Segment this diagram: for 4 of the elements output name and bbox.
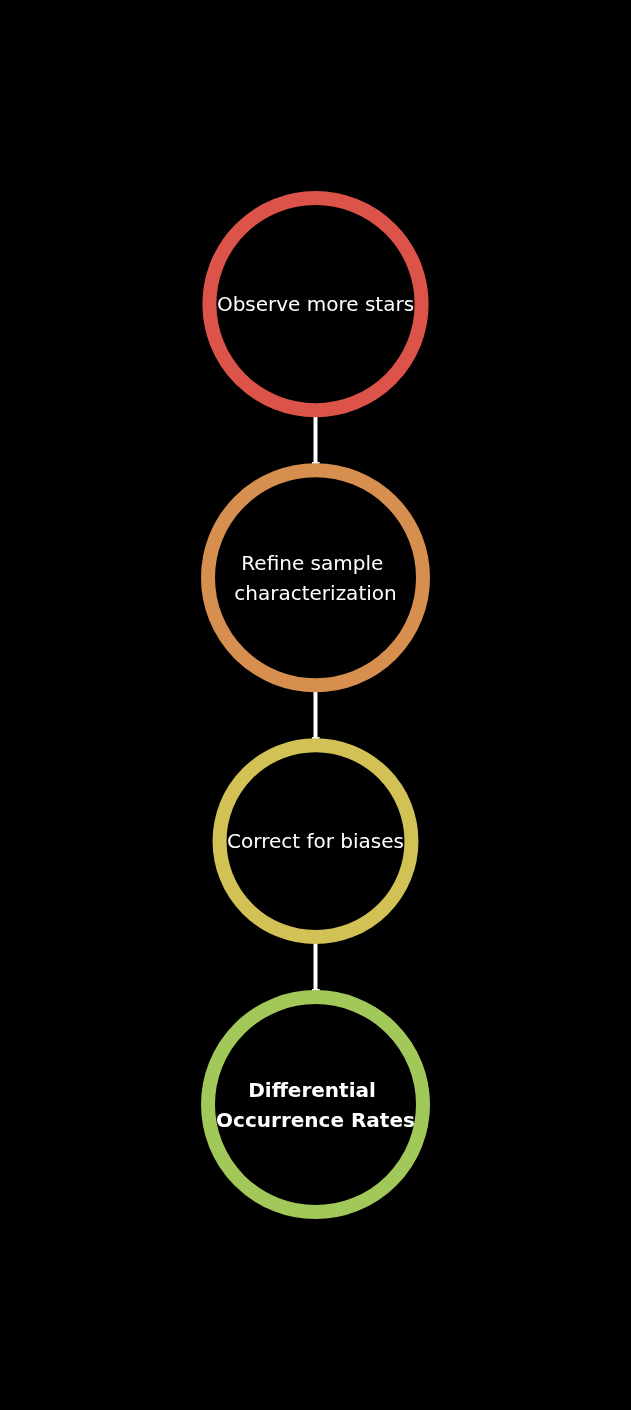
node-circle: Refine sample characterization bbox=[201, 463, 430, 693]
node-circle: Correct for biases bbox=[212, 738, 419, 945]
node-circle: Observe more stars bbox=[202, 190, 429, 418]
node-circle: Differential Occurrence Rates bbox=[201, 990, 430, 1220]
